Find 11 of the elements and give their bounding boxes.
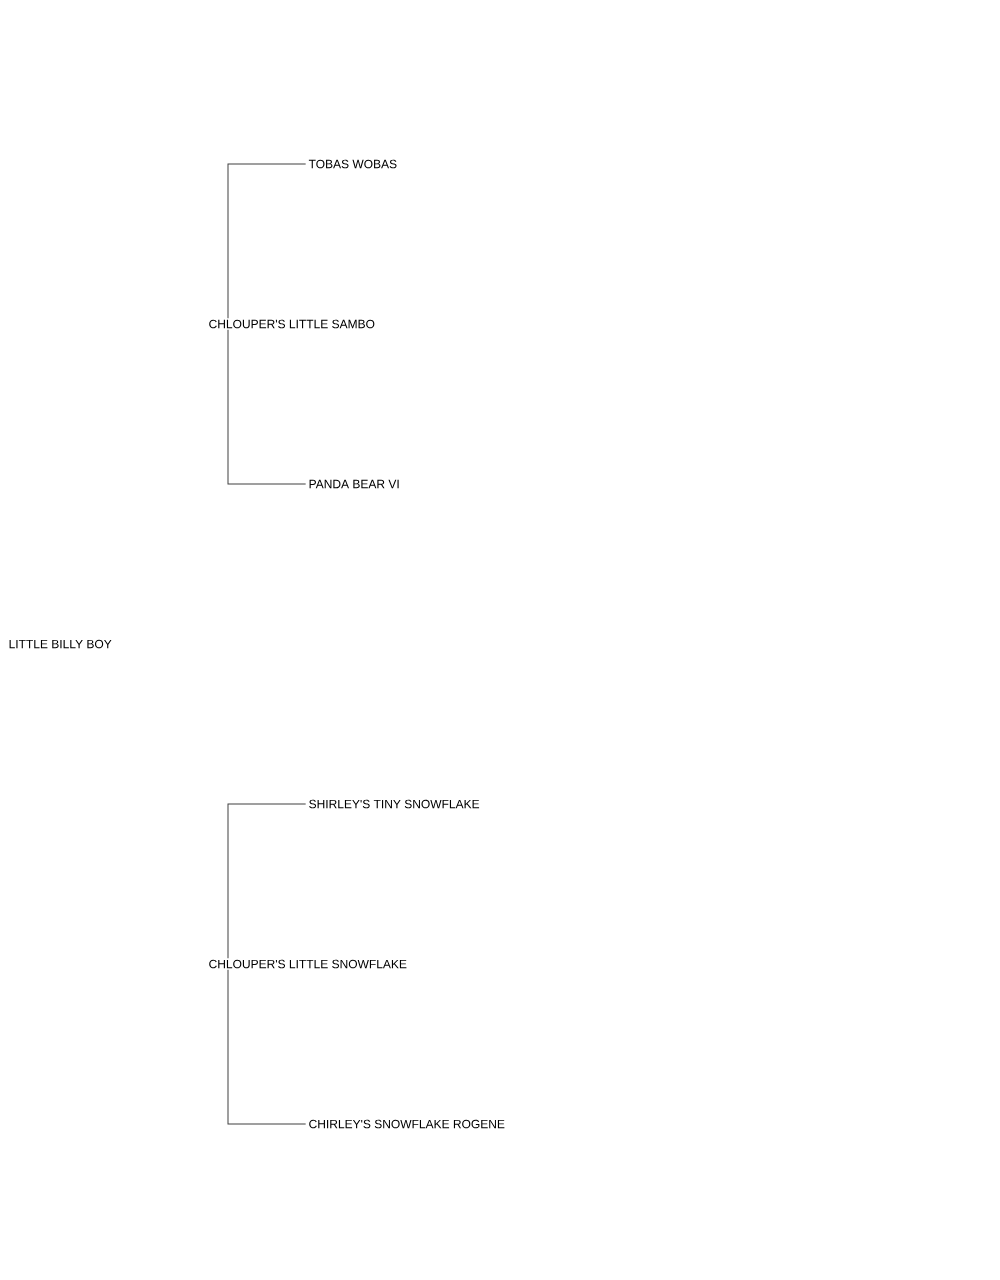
name-label: PANDA BEAR VI bbox=[309, 479, 399, 489]
name-label: CHLOUPER'S LITTLE SNOWFLAKE bbox=[209, 959, 407, 969]
connector-line bbox=[227, 803, 307, 959]
name-label: LITTLE BILLY BOY bbox=[9, 639, 112, 649]
connector-line bbox=[227, 329, 307, 485]
connector-line bbox=[227, 163, 307, 319]
name-label: CHIRLEY'S SNOWFLAKE ROGENE bbox=[309, 1119, 505, 1129]
connector-line bbox=[227, 969, 307, 1125]
name-label: CHLOUPER'S LITTLE SAMBO bbox=[209, 319, 375, 329]
name-label: SHIRLEY'S TINY SNOWFLAKE bbox=[309, 799, 480, 809]
name-label: TOBAS WOBAS bbox=[308, 159, 397, 169]
